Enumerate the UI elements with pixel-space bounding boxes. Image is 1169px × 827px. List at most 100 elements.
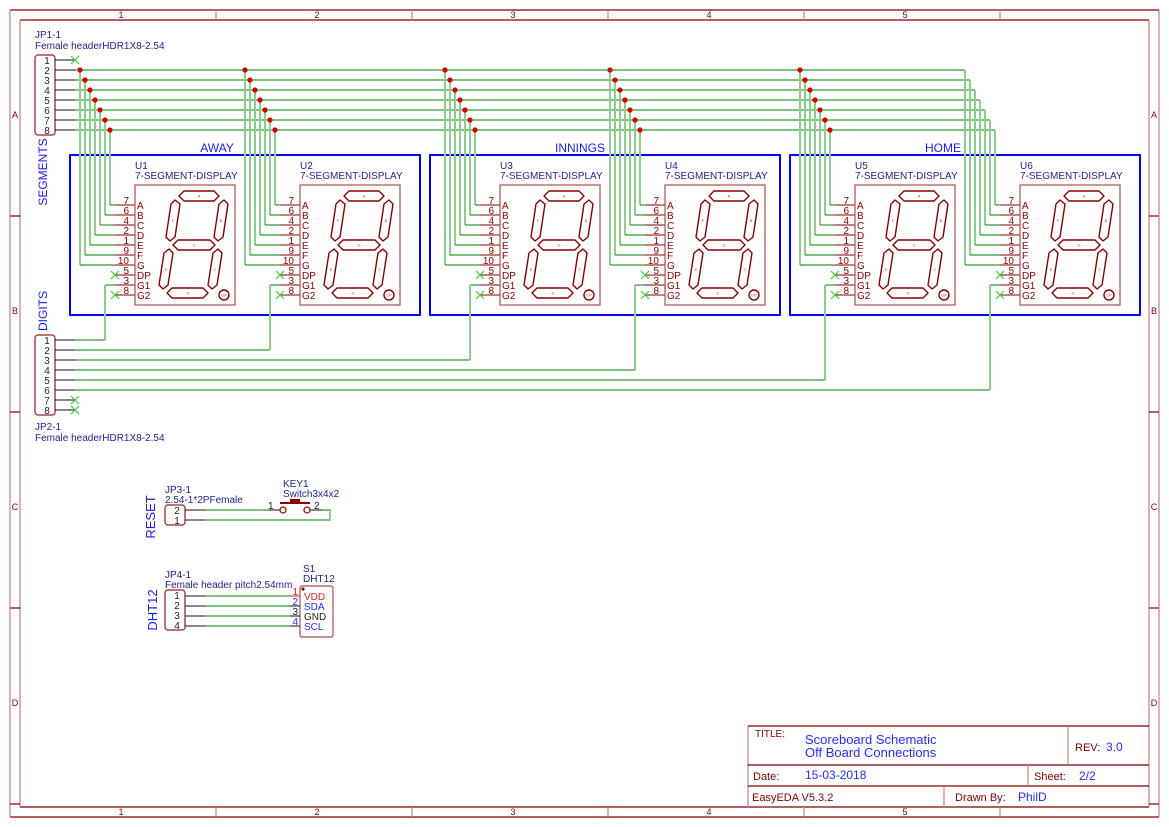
row-label: B <box>1151 306 1157 316</box>
sheet-frame: 1 2 3 4 5 1 2 3 4 5 A B C D A B C D <box>9 9 1160 818</box>
net-label-reset: RESET <box>143 495 158 538</box>
header-pin-number: 2 <box>44 66 50 77</box>
display-u4: U4 7-SEGMENT-DISPLAY <box>607 67 768 306</box>
sensor-s1: S1 DHT12 1 2 3 4 VDD SDA GND SCL <box>290 564 335 638</box>
column-label: 2 <box>314 807 319 817</box>
segment-bus <box>75 69 995 131</box>
header-pin-number: 5 <box>44 376 50 387</box>
header-pin-number: 3 <box>44 356 50 367</box>
header-value: Female headerHDR1X8-2.54 <box>35 41 165 52</box>
header-jp2: 1 2 3 4 5 6 7 8 JP2-1 Female headerHDR1X… <box>34 334 165 444</box>
sensor-pin-name: VDD <box>304 592 325 603</box>
row-label: C <box>12 502 19 512</box>
dht12-wires <box>205 595 290 627</box>
display-u6: U6 7-SEGMENT-DISPLAY <box>964 69 1123 306</box>
display-ref: U5 <box>855 161 868 172</box>
display-u2: U2 7-SEGMENT-DISPLAY <box>242 67 403 306</box>
sensor-value: DHT12 <box>303 574 335 585</box>
header-jp4: JP4-1 Female header pitch2.54mm 1 2 3 4 <box>164 570 292 632</box>
header-value: 2.54-1*2PFemale <box>165 495 243 506</box>
header-pin-number: 3 <box>174 611 180 622</box>
header-pin-number: 1 <box>44 56 50 67</box>
header-pin-number: 3 <box>44 76 50 87</box>
header-ref: JP3-1 <box>165 485 192 496</box>
header-jp1: JP1-1 Female headerHDR1X8-2.54 1 2 3 4 5… <box>34 30 165 137</box>
display-u3: U3 7-SEGMENT-DISPLAY <box>442 67 603 306</box>
display-value: 7-SEGMENT-DISPLAY <box>665 171 768 182</box>
title-block: TITLE: Scoreboard Schematic Off Board Co… <box>747 725 1149 807</box>
header-value: Female headerHDR1X8-2.54 <box>35 433 165 444</box>
net-label-dht12: DHT12 <box>145 589 160 630</box>
display-ref: U6 <box>1020 161 1033 172</box>
switch-pin-number: 1 <box>268 501 274 512</box>
row-label: A <box>1151 110 1157 120</box>
sensor-pin-number: 3 <box>292 607 298 618</box>
display-value: 7-SEGMENT-DISPLAY <box>135 171 238 182</box>
sensor-pin-number: 2 <box>292 597 298 608</box>
header-ref: JP1-1 <box>35 30 62 41</box>
header-pin-number: 7 <box>44 116 50 127</box>
header-pin-number: 6 <box>44 386 50 397</box>
group-label: AWAY <box>200 141 234 155</box>
column-label: 3 <box>510 10 515 20</box>
no-connect-icon <box>70 395 80 415</box>
display-value: 7-SEGMENT-DISPLAY <box>500 171 603 182</box>
row-label: A <box>12 110 18 120</box>
display-value: 7-SEGMENT-DISPLAY <box>855 171 958 182</box>
header-pin-number: 1 <box>174 591 180 602</box>
display-ref: U3 <box>500 161 513 172</box>
sensor-pin-name: SCL <box>304 622 324 633</box>
header-pin-number: 4 <box>44 86 50 97</box>
header-pin-number: 6 <box>44 106 50 117</box>
reset-wires <box>205 509 331 521</box>
display-u1: U1 7-SEGMENT-DISPLAY <box>77 67 238 306</box>
column-label: 5 <box>902 807 907 817</box>
rev-label: REV: <box>1075 742 1100 754</box>
column-label: 5 <box>902 10 907 20</box>
drawn-by-label: Drawn By: <box>955 792 1006 804</box>
display-ref: U2 <box>300 161 313 172</box>
date-value: 15-03-2018 <box>805 768 867 782</box>
date-label: Date: <box>753 771 779 783</box>
header-pin-number: 5 <box>44 96 50 107</box>
header-pin-number: 7 <box>44 396 50 407</box>
drawn-by-value: PhilD <box>1018 790 1047 804</box>
display-ref: U1 <box>135 161 148 172</box>
header-pin-number: 4 <box>174 621 180 632</box>
sensor-pin-number: 4 <box>292 617 298 628</box>
header-pin-number: 2 <box>174 601 180 612</box>
header-jp3: JP3-1 2.54-1*2PFemale 2 1 <box>164 485 243 527</box>
switch-key1: KEY1 Switch3x4x2 1 2 <box>268 479 340 514</box>
group-innings: INNINGS <box>429 141 781 316</box>
sheet-value: 2/2 <box>1079 769 1096 783</box>
sheet-label: Sheet: <box>1034 771 1066 783</box>
net-label-segments: SEGMENTS <box>36 138 50 205</box>
title-label: TITLE: <box>755 729 785 740</box>
display-value: 7-SEGMENT-DISPLAY <box>300 171 403 182</box>
row-label: D <box>12 698 19 708</box>
sensor-pin-name: GND <box>304 612 326 623</box>
row-label: C <box>1151 502 1158 512</box>
sensor-ref: S1 <box>303 564 316 575</box>
column-label: 4 <box>706 10 711 20</box>
no-connect-icon <box>70 55 80 65</box>
switch-value: Switch3x4x2 <box>283 489 340 500</box>
row-label: B <box>12 306 18 316</box>
display-value: 7-SEGMENT-DISPLAY <box>1020 171 1123 182</box>
column-label: 4 <box>706 807 711 817</box>
header-pin-number: 2 <box>44 346 50 357</box>
header-pin-number: 8 <box>44 406 50 417</box>
digit-wires <box>75 285 991 391</box>
column-label: 1 <box>118 807 123 817</box>
title-line-2: Off Board Connections <box>805 745 937 760</box>
pushbutton-icon <box>279 499 311 514</box>
header-pin-number: 2 <box>174 506 180 517</box>
row-label: D <box>1151 698 1158 708</box>
tool-version: EasyEDA V5.3.2 <box>752 792 833 804</box>
rev-value: 3.0 <box>1106 740 1123 754</box>
header-pin-number: 1 <box>44 336 50 347</box>
group-label: INNINGS <box>555 141 605 155</box>
column-label: 2 <box>314 10 319 20</box>
group-label: HOME <box>925 141 961 155</box>
